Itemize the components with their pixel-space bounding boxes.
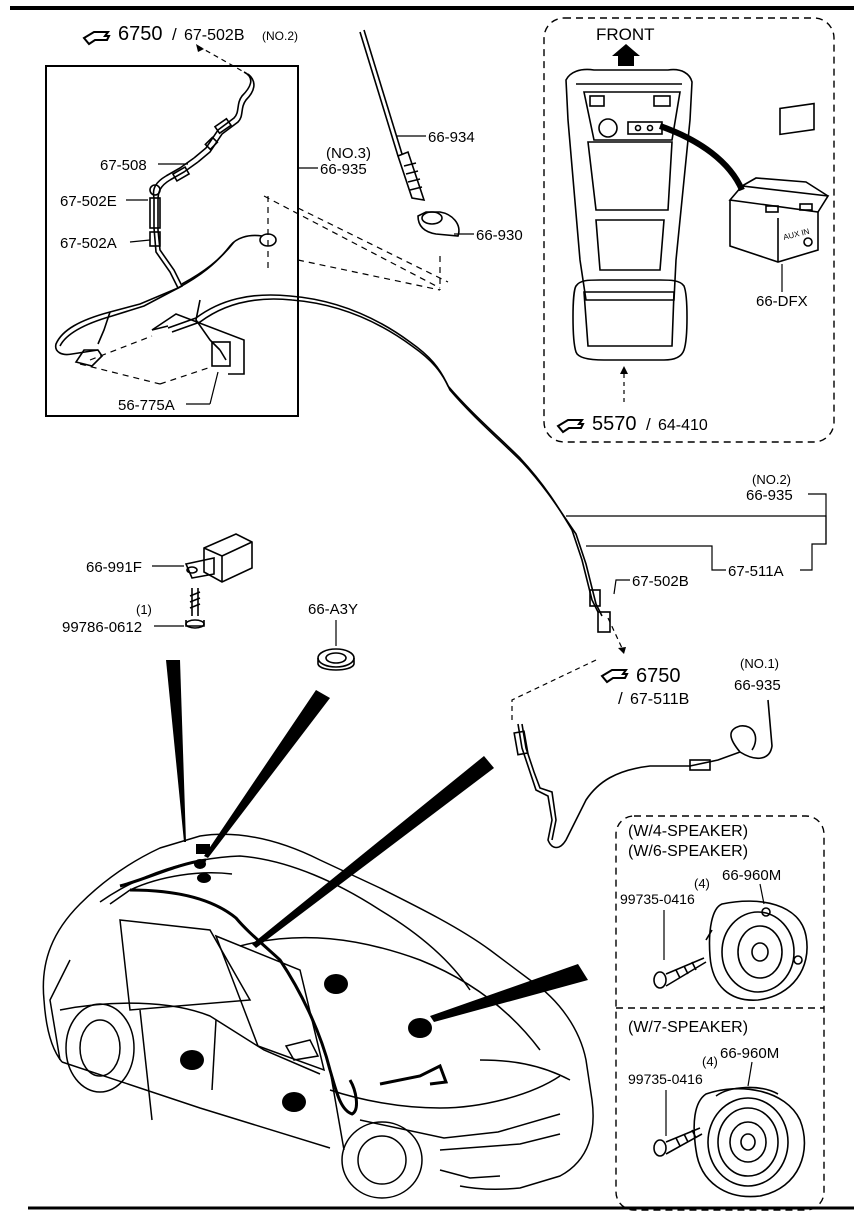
speaker-spot-rear-door [282, 1092, 306, 1112]
label-no3: (NO.3) [326, 145, 371, 162]
inset-box [45, 65, 299, 417]
tweeter-66-a3y[interactable] [317, 648, 355, 671]
label-56-775a: 56-775A [118, 397, 175, 414]
label-66-935-a: 66-935 [320, 161, 367, 178]
center-console [565, 68, 693, 361]
label-99735b: 99735-0416 [628, 1071, 703, 1087]
pointing-hand-icon [556, 419, 585, 434]
screw-99735-b[interactable] [653, 1127, 703, 1157]
label-66-930: 66-930 [476, 227, 523, 244]
speaker-66-960m-b[interactable] [693, 1086, 806, 1198]
label-66-960m-b: 66-960M [720, 1045, 779, 1062]
speaker-spot-front-door [180, 1050, 204, 1070]
ref-top-sub: 67-502B [184, 27, 245, 44]
bolt-99786[interactable] [185, 588, 205, 629]
screw-99735-a[interactable] [653, 957, 707, 989]
label-qty4a: (4) [694, 876, 710, 891]
aux-in-text: AUX IN [782, 227, 810, 242]
ref-console[interactable]: 5570 / 64-410 [556, 413, 708, 435]
pointer-wedge-4 [430, 964, 588, 1022]
label-w6: (W/6-SPEAKER) [628, 843, 748, 860]
front-cable-no1 [513, 699, 773, 849]
ref-right[interactable]: 6750 / 67-511B [600, 665, 689, 708]
label-66-991f: 66-991F [86, 559, 142, 576]
svg-text:/: / [618, 689, 623, 708]
speaker-spot-roof [324, 974, 348, 994]
antenna-mast [359, 29, 426, 202]
label-99735a: 99735-0416 [620, 891, 695, 907]
front-label: FRONT [596, 25, 655, 44]
label-66-960m-a: 66-960M [722, 867, 781, 884]
label-67-508: 67-508 [100, 157, 147, 174]
label-66-a3y: 66-A3Y [308, 601, 358, 618]
ref-top[interactable]: 6750 / 67-502B (NO.2) [82, 23, 298, 46]
label-67-502b: 67-502B [632, 573, 689, 590]
label-99786: 99786-0612 [62, 619, 142, 636]
console-inset [543, 17, 835, 443]
ref-top-leader [197, 45, 245, 73]
label-67-502e: 67-502E [60, 193, 117, 210]
label-67-511a: 67-511A [728, 563, 784, 580]
label-no1: (NO.1) [740, 656, 779, 671]
pointer-wedge-3 [252, 756, 494, 948]
pointer-wedge-1 [166, 660, 186, 842]
label-w4: (W/4-SPEAKER) [628, 823, 748, 840]
antenna-base [417, 211, 460, 237]
label-w7: (W/7-SPEAKER) [628, 1019, 748, 1036]
pointing-hand-icon [82, 31, 111, 46]
antenna-feeder-cable [151, 294, 611, 633]
ref-top-note: (NO.2) [262, 29, 298, 43]
module-66-991f[interactable] [184, 533, 253, 583]
label-66-934: 66-934 [428, 129, 475, 146]
label-66-935-b: 66-935 [746, 487, 793, 504]
svg-text:/: / [172, 25, 177, 44]
ref-right-main: 6750 [636, 665, 681, 687]
inset-dashed-links [79, 195, 449, 385]
harness-bracket [151, 313, 245, 375]
pointing-hand-icon [600, 669, 629, 684]
label-qty4b: (4) [702, 1054, 718, 1069]
label-66-935-c: 66-935 [734, 677, 781, 694]
speaker-inset [615, 815, 825, 1211]
aux-pointer [659, 123, 745, 192]
aux-jack-part[interactable] [728, 102, 830, 263]
ref-console-sub: 64-410 [658, 417, 708, 434]
speaker-66-960m-a[interactable] [705, 900, 808, 1001]
label-67-502a: 67-502A [60, 235, 117, 252]
car-illustration [42, 833, 594, 1199]
ref-right-sub: 67-511B [630, 691, 689, 708]
label-qty1: (1) [136, 602, 152, 617]
label-66-dfx: 66-DFX [756, 293, 808, 310]
svg-text:/: / [646, 415, 651, 434]
speaker-spot-front [408, 1018, 432, 1038]
car-antenna-cable [119, 858, 449, 1116]
pointer-wedge-2 [204, 690, 330, 858]
label-no2: (NO.2) [752, 472, 791, 487]
ref-console-main: 5570 [592, 413, 637, 435]
rear-harness [54, 71, 277, 367]
ref-top-main: 6750 [118, 23, 163, 45]
up-arrow-icon [612, 44, 640, 66]
